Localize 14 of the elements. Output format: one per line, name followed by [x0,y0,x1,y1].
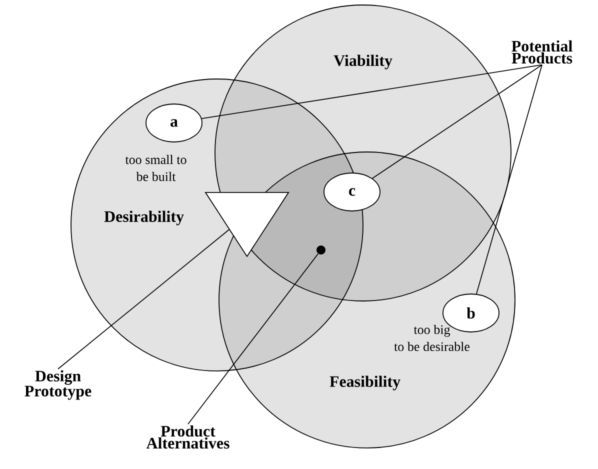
callout-text: Potential Products [512,40,572,64]
note-text: too big to be desirable [394,324,470,352]
leader-line [188,253,319,425]
circle-label: Desirability [104,210,184,226]
circle-label: Feasibility [330,376,400,390]
leader-line [201,64,542,120]
callout-text: Product Alternatives [146,425,230,449]
leader-line [476,64,542,294]
circle-label: Viability [334,54,392,70]
callout-text: Design Prototype [24,370,92,400]
alternative-dot [316,246,326,254]
leader-line [372,64,542,179]
leader-line [58,229,230,370]
note-text: too small to be built [125,154,186,182]
